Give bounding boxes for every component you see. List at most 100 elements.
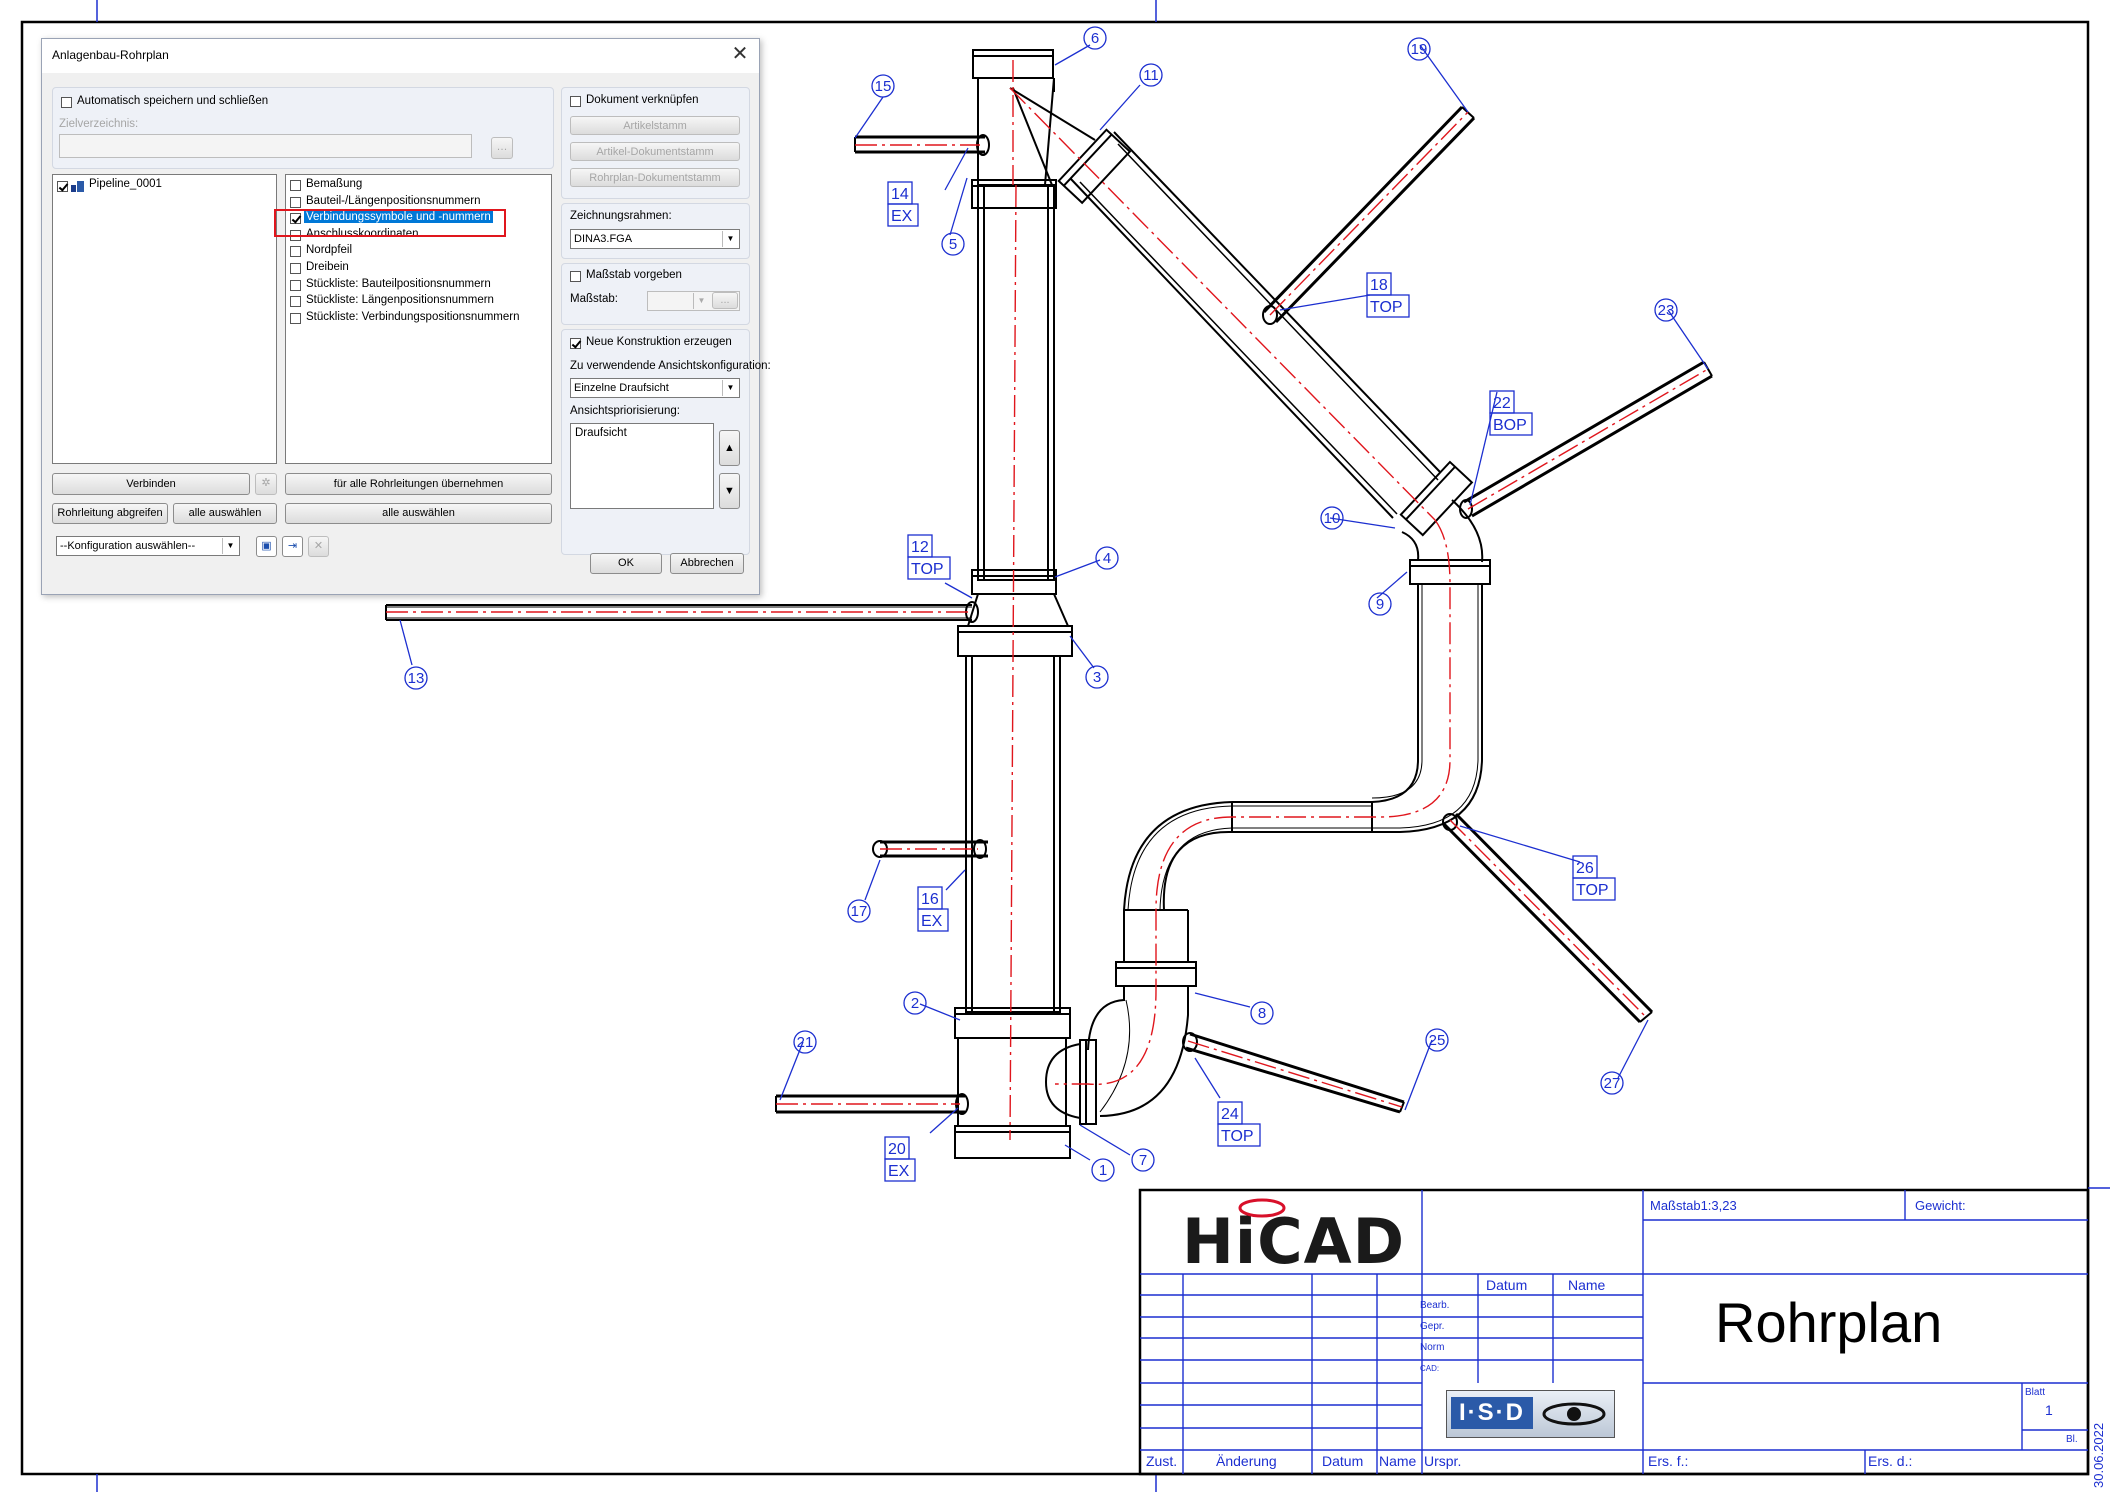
pick-pipe-button[interactable]: Rohrleitung abgreifen (52, 503, 168, 524)
link-doc-checkbox[interactable] (570, 96, 581, 107)
option-label[interactable]: Stückliste: Bauteilpositionsnummern (306, 277, 491, 290)
isd-logo-text: I·S·D (1451, 1397, 1533, 1429)
option-label[interactable]: Nordpfeil (306, 244, 353, 257)
balloon-number: 10 (1324, 510, 1341, 527)
balloon-6 (1083, 26, 1107, 50)
row-label-norm: Norm (1420, 1342, 1445, 1353)
delete-config-button[interactable]: ✕ (308, 536, 329, 557)
close-icon[interactable]: ✕ (731, 43, 749, 65)
option-checkbox[interactable] (290, 180, 301, 191)
scale-select[interactable]: ▼ ... (647, 291, 740, 311)
view-config-label: Zu verwendende Ansichtskonfiguration: (570, 360, 771, 372)
pipeplan-doc-master-button[interactable]: Rohrplan-Dokumentstamm (570, 168, 740, 187)
apply-all-button[interactable]: für alle Rohrleitungen übernehmen (285, 473, 552, 495)
balloon-5 (941, 232, 965, 256)
balloon-3 (1085, 665, 1109, 689)
title-block (1138, 1188, 2090, 1476)
balloon-number: 8 (1258, 1005, 1266, 1022)
option-checkbox[interactable] (290, 296, 301, 308)
balloon-8 (1250, 1001, 1274, 1025)
save-config-button[interactable]: ▣ (256, 536, 277, 557)
article-doc-master-button[interactable]: Artikel-Dokumentstamm (570, 142, 740, 161)
cancel-button[interactable]: Abbrechen (670, 553, 744, 574)
option-checkbox[interactable] (290, 312, 301, 324)
balloon-19 (1407, 37, 1431, 61)
pipeline-icon (71, 181, 84, 192)
view-priority-list[interactable]: Draufsicht (570, 423, 714, 509)
browse-button[interactable]: … (491, 137, 513, 159)
option-label[interactable]: Stückliste: Längenpositionsnummern (306, 294, 494, 307)
balloon-9 (1368, 592, 1392, 616)
article-master-button[interactable]: Artikelstamm (570, 116, 740, 135)
move-up-button[interactable]: ▲ (719, 430, 740, 466)
frame-select-value: DINA3.FGA (574, 233, 633, 245)
sheet-border (20, 20, 2090, 1476)
tag-text: 24 (1221, 1106, 1239, 1123)
dialog-title: Anlagenbau-Rohrplan (52, 48, 169, 62)
option-checkbox[interactable] (290, 196, 301, 208)
balloon-21 (793, 1030, 817, 1054)
tag-text: TOP (1221, 1128, 1254, 1145)
footer-aenderung: Änderung (1216, 1453, 1277, 1469)
target-dir-field[interactable] (59, 134, 472, 158)
sheet-number: 1 (2045, 1402, 2053, 1418)
tag-box (907, 556, 951, 580)
config-select[interactable]: --Konfiguration auswählen-- ▼ (56, 536, 240, 556)
balloon-number: 21 (797, 1034, 814, 1051)
connect-button[interactable]: Verbinden (52, 473, 250, 495)
construction-group: Neue Konstruktion erzeugen Zu verwendend… (561, 329, 771, 555)
pipeline-checkbox[interactable] (57, 181, 68, 192)
frame-select[interactable]: DINA3.FGA ▼ (570, 229, 740, 249)
option-label[interactable]: Dreibein (306, 261, 349, 273)
auto-save-checkbox[interactable] (61, 97, 72, 108)
hicad-swoosh-icon (1238, 1198, 1286, 1218)
arrow-down-icon: ▼ (724, 485, 735, 497)
select-all-button-left[interactable]: alle auswählen (173, 503, 277, 524)
tag-text: 18 (1370, 277, 1388, 294)
footer-zust: Zust. (1146, 1453, 1178, 1469)
tag-text: 26 (1576, 860, 1594, 877)
view-config-select[interactable]: Einzelne Draufsicht ▼ (570, 378, 740, 398)
pipeline-tree[interactable]: Pipeline_0001 (52, 174, 277, 464)
balloon-number: 25 (1429, 1032, 1446, 1049)
option-checkbox[interactable] (290, 263, 301, 274)
save-icon: ▣ (261, 540, 272, 552)
balloon-1 (1091, 1158, 1115, 1182)
print-date: 30.06.2022 (2091, 1422, 2106, 1488)
new-construction-checkbox[interactable] (570, 338, 581, 349)
isd-logo: I·S·D (1446, 1390, 1615, 1438)
pipeline-item-label[interactable]: Pipeline_0001 (89, 178, 162, 190)
select-all-button-right[interactable]: alle auswählen (285, 503, 552, 524)
tag-text: TOP (1576, 882, 1609, 899)
option-label[interactable]: Stückliste: Verbindungspositionsnummern (306, 310, 520, 323)
scale-extra-button[interactable]: ... (712, 292, 738, 309)
option-label[interactable]: Bemaßung (306, 178, 363, 190)
tag-box (1572, 877, 1616, 901)
tag-box (884, 1158, 916, 1182)
balloon-number: 5 (949, 236, 957, 253)
footer-urspr: Urspr. (1424, 1453, 1462, 1469)
scale-checkbox[interactable] (570, 271, 581, 282)
option-checkbox[interactable] (290, 279, 301, 291)
hicad-logo: HiCAD (1182, 1205, 1406, 1278)
weight-label: Gewicht: (1915, 1198, 1966, 1213)
view-priority-item[interactable]: Draufsicht (575, 427, 627, 439)
option-checkbox[interactable] (290, 246, 301, 258)
ok-button[interactable]: OK (590, 553, 662, 574)
move-down-button[interactable]: ▼ (719, 473, 740, 509)
balloon-2 (903, 991, 927, 1015)
option-label[interactable]: Verbindungssymbole und -nummern (304, 211, 493, 224)
centerlines (386, 60, 1709, 1141)
option-checkbox[interactable] (290, 213, 301, 225)
balloon-27 (1600, 1071, 1624, 1095)
tag-text: EX (891, 208, 913, 225)
sheets-label: Bl. (2066, 1434, 2078, 1445)
footer-datum: Datum (1322, 1453, 1364, 1469)
dialog-titlebar[interactable]: Anlagenbau-Rohrplan ✕ (42, 39, 759, 73)
connect-options-button[interactable]: ✲ (255, 473, 277, 495)
export-config-button[interactable]: ⇥ (282, 536, 303, 557)
option-label[interactable]: Bauteil-/Längenpositionsnummern (306, 194, 481, 207)
sheet-label: Blatt (2025, 1387, 2046, 1398)
